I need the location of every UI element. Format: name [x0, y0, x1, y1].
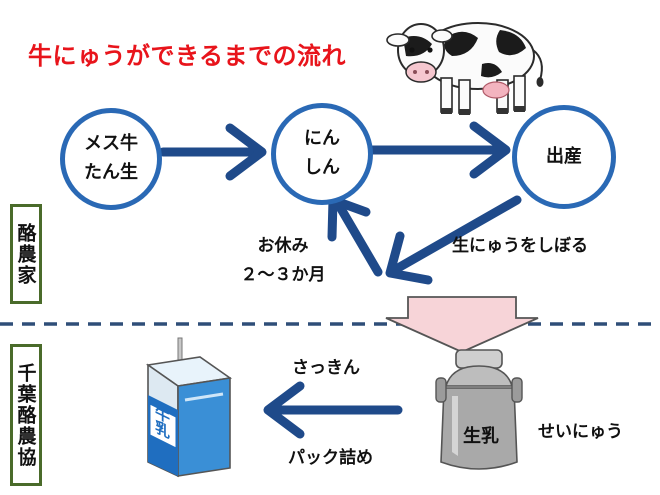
label-purify: せいにゅう — [538, 422, 623, 442]
big-down-arrow — [385, 296, 539, 353]
node-label: 出産 — [546, 145, 582, 167]
diagram-title: 牛にゅうができるまでの流れ — [28, 42, 347, 70]
node-calving: 出産 — [512, 105, 616, 209]
label-pack: パック詰め — [288, 448, 373, 468]
can-label: 生乳 — [463, 426, 499, 447]
cow-illustration — [386, 22, 544, 115]
node-label: にん しん — [304, 128, 340, 178]
milk-can-illustration — [435, 349, 523, 470]
node-pregnancy: にん しん — [271, 103, 373, 205]
label-sterilize: さっきん — [292, 358, 360, 378]
arrow-birth-to-pregnancy — [158, 123, 267, 181]
label-rest: お休み ２～３か月 — [240, 236, 326, 285]
arrow-pregnancy-to-calving — [367, 121, 511, 179]
section-coop: 千葉酪農協 — [10, 344, 42, 486]
arrow-calving-to-milking — [385, 195, 522, 285]
node-female-cow-birth: メス牛 たん生 — [60, 108, 162, 210]
section-farmer: 酪農家 — [10, 204, 42, 304]
section-farmer-label: 酪農家 — [14, 222, 37, 286]
node-label: メス牛 たん生 — [84, 133, 138, 183]
arrow-can-to-carton — [263, 381, 403, 439]
label-milking: 生にゅうをしぼる — [452, 236, 588, 256]
section-coop-label: 千葉酪農協 — [14, 362, 37, 468]
milk-carton-illustration — [145, 337, 233, 478]
